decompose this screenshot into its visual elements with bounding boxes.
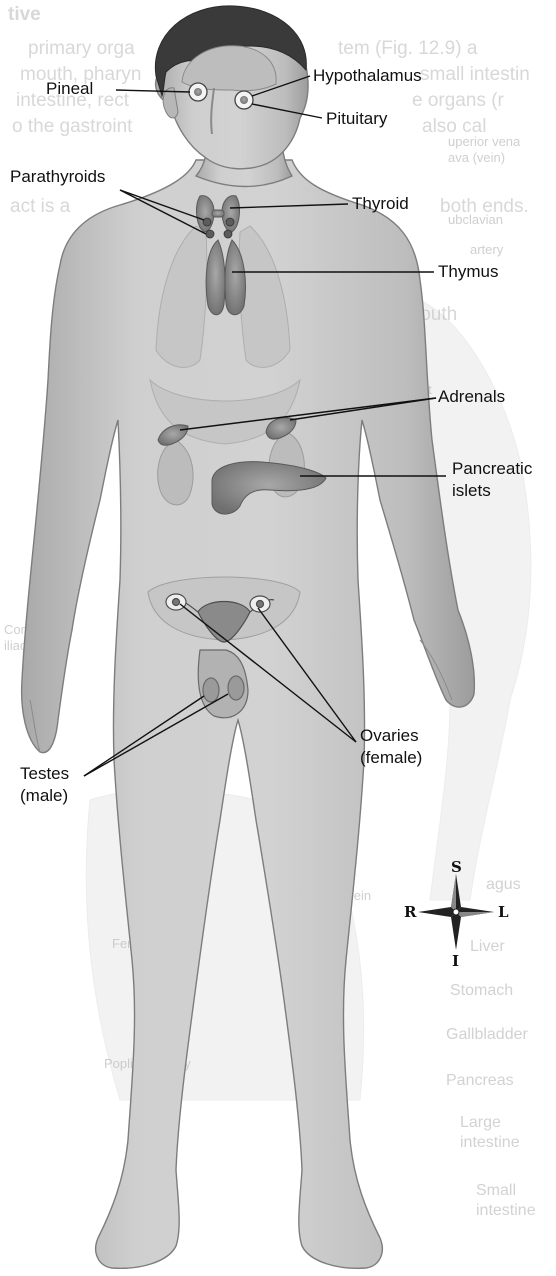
label-ovaries-line2: (female)	[360, 748, 422, 768]
label-testes-line2: (male)	[20, 786, 68, 806]
compass-superior-label: S	[451, 858, 462, 876]
pineal-gland	[189, 83, 207, 101]
compass-icon	[418, 874, 494, 950]
label-pineal: Pineal	[46, 79, 93, 99]
label-pancreatic-islets-line1: Pancreatic	[452, 459, 532, 479]
pituitary-gland	[235, 91, 253, 109]
label-thyroid: Thyroid	[352, 194, 409, 214]
compass-inferior-label: I	[452, 952, 459, 970]
compass-right-label: R	[404, 903, 416, 921]
compass-left-label: L	[498, 903, 509, 921]
label-ovaries-line1: Ovaries	[360, 726, 419, 746]
label-parathyroids: Parathyroids	[10, 167, 105, 187]
label-thymus: Thymus	[438, 262, 498, 282]
label-adrenals: Adrenals	[438, 387, 505, 407]
label-pituitary: Pituitary	[326, 109, 387, 129]
label-testes-line1: Testes	[20, 764, 69, 784]
label-hypothalamus: Hypothalamus	[313, 66, 422, 86]
label-pancreatic-islets-line2: islets	[452, 481, 491, 501]
